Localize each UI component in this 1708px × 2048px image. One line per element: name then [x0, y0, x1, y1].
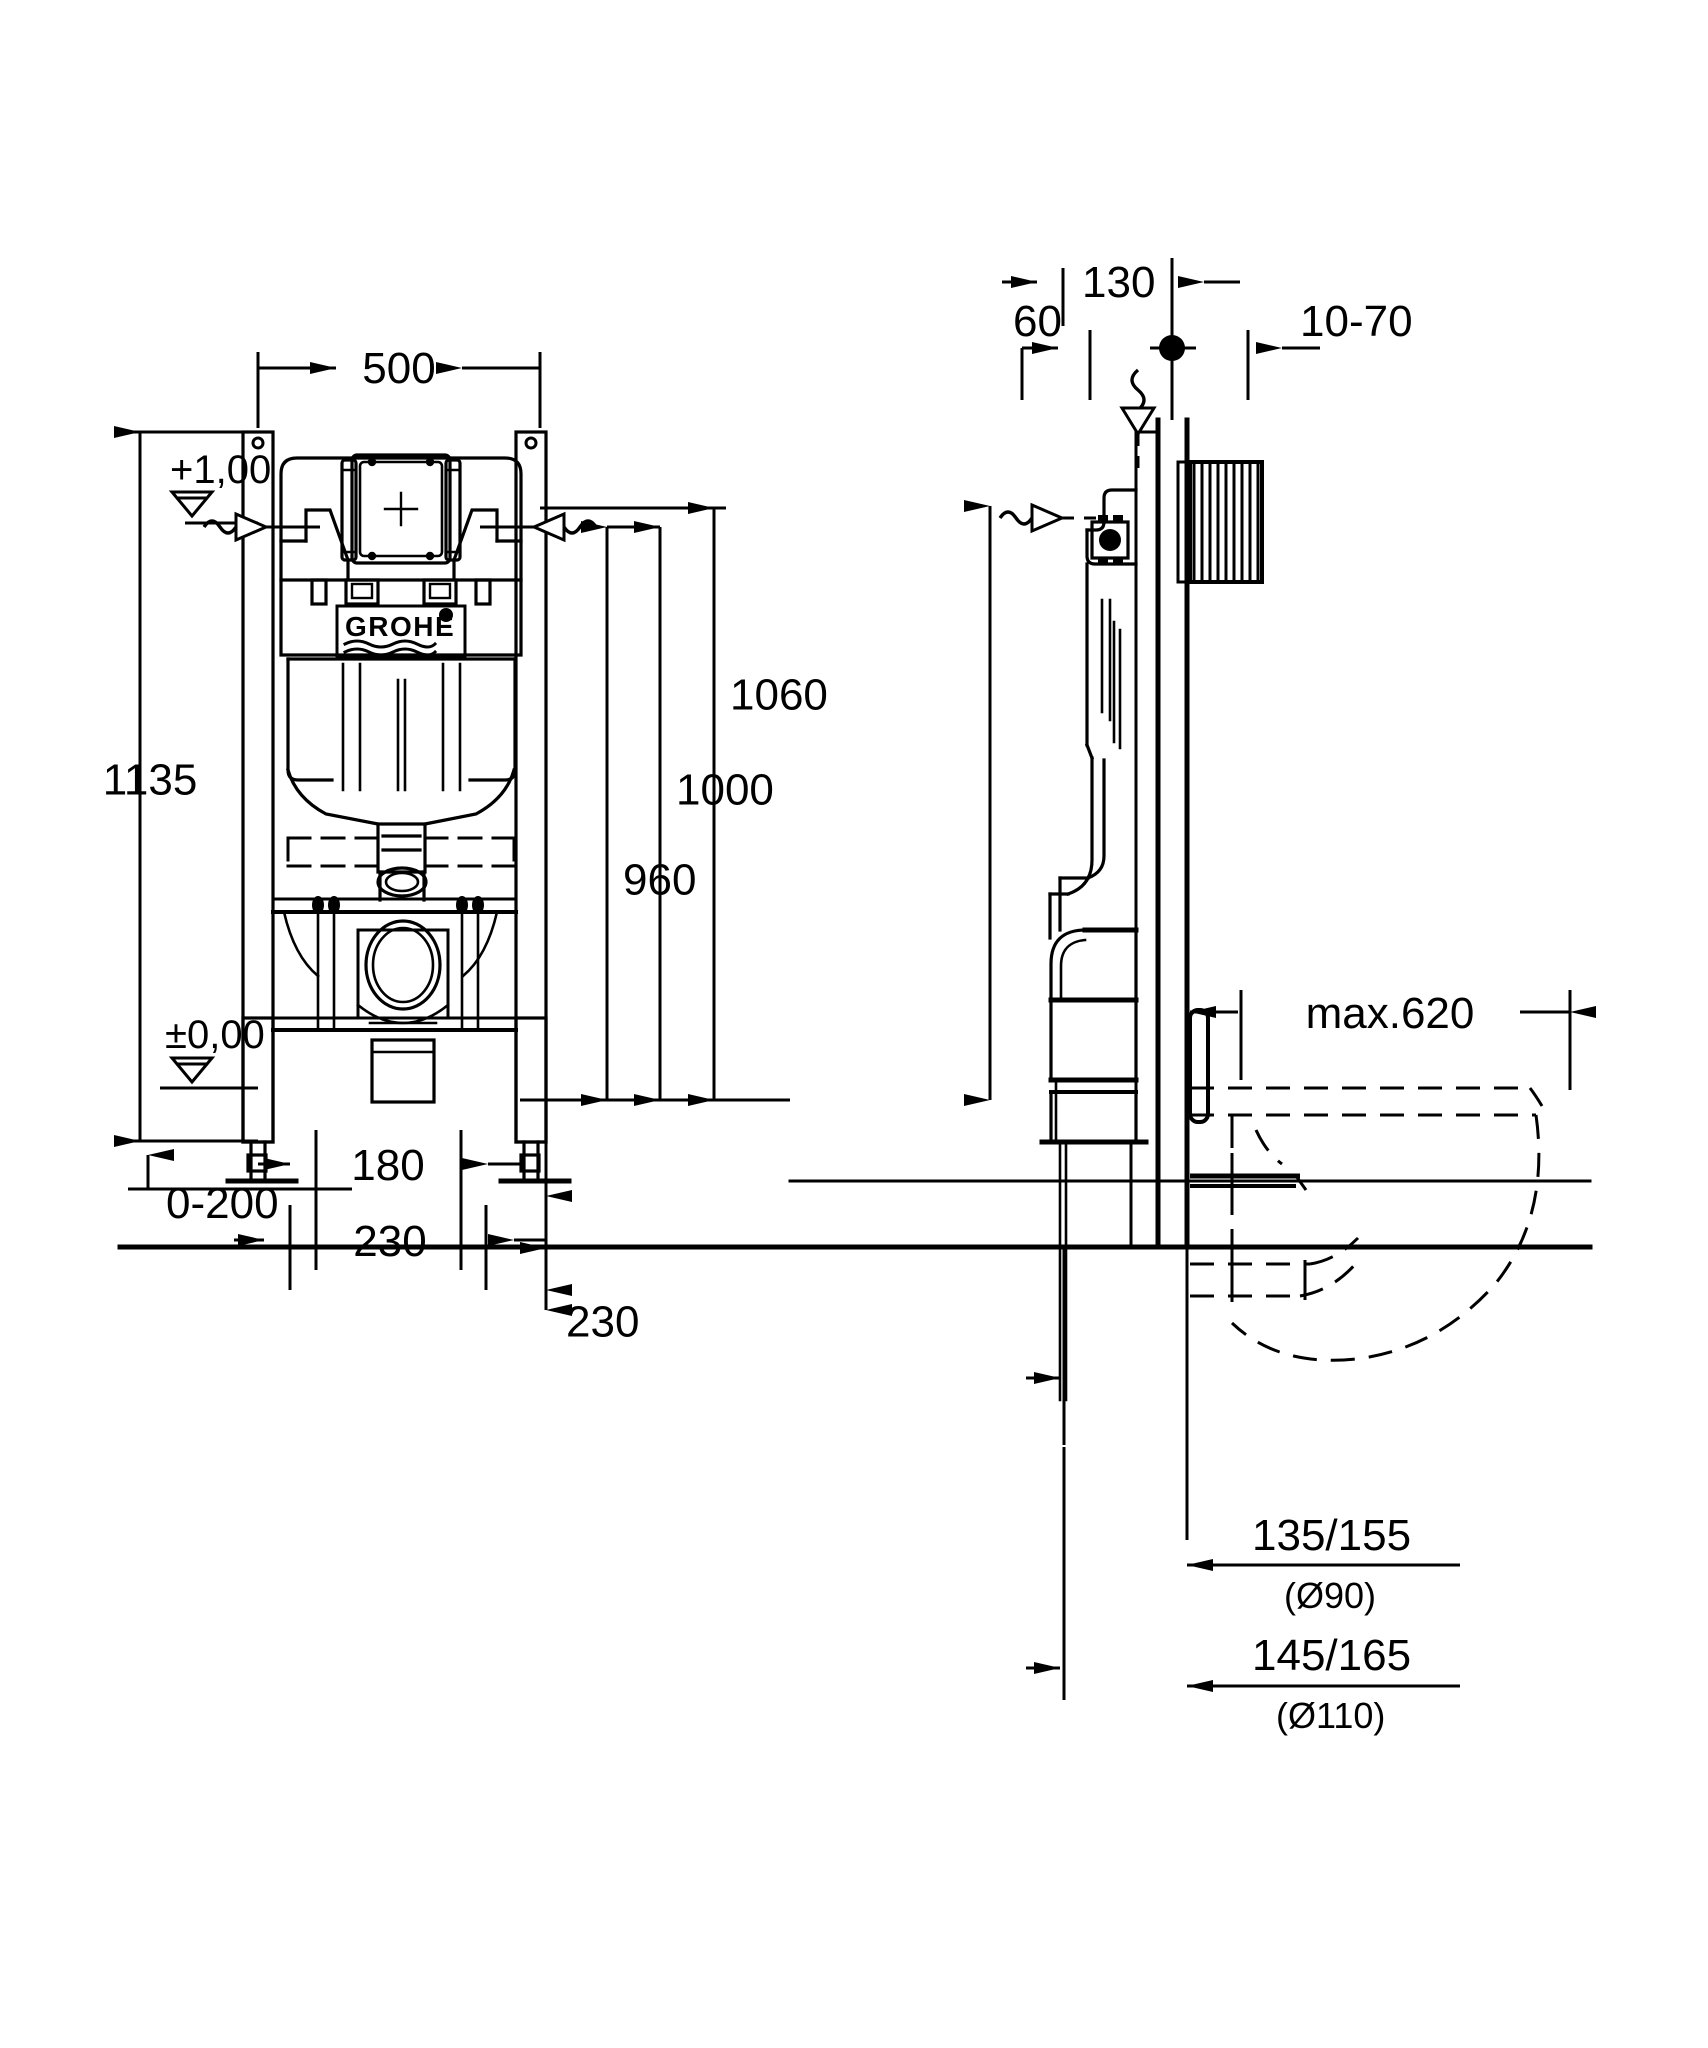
break-symbol-side-top — [1119, 368, 1157, 472]
grohe-logo-plate: GROHE — [335, 604, 467, 660]
dim-130: 130 — [1082, 258, 1155, 307]
dim-145-165: 145/165 — [1252, 1631, 1411, 1680]
dim-dia-90: (Ø90) — [1284, 1575, 1376, 1616]
front-view-group: GROHE — [225, 430, 572, 1184]
dim-dia-110: (Ø110) — [1276, 1695, 1385, 1736]
level-symbol-raw-floor — [160, 1056, 258, 1090]
dim-500: 500 — [362, 344, 435, 393]
cistern-top-lip — [1085, 488, 1138, 566]
dim-230-bottom: 230 — [353, 1217, 426, 1266]
cistern-body — [279, 456, 523, 874]
dim-1000: 1000 — [676, 766, 774, 815]
dim-max-620: max.620 — [1306, 989, 1475, 1038]
frame-right-post — [498, 430, 572, 1184]
dim-1060: 1060 — [730, 671, 828, 720]
level-zero: ±0,00 — [165, 1013, 265, 1057]
cistern-side-body — [1084, 562, 1122, 761]
dim-0-200: 0-200 — [166, 1179, 279, 1228]
flush-plate-opening — [340, 453, 462, 565]
outlet-bend — [356, 919, 450, 1025]
side-pipe-assembly — [1039, 756, 1149, 1402]
actuator-button — [1090, 515, 1130, 565]
break-symbol-left — [202, 511, 320, 543]
dim-1135: 1135 — [103, 756, 198, 805]
dim-135-155: 135/155 — [1252, 1511, 1411, 1560]
break-symbol-side-left — [998, 502, 1100, 534]
hidden-outline-band — [286, 836, 516, 868]
dim-960: 960 — [623, 856, 696, 905]
dim-60: 60 — [1013, 297, 1062, 346]
toilet-bowl-center-marks — [1190, 1118, 1308, 1302]
flush-plate-hatched — [1176, 460, 1264, 584]
waste-outlet-stub — [370, 1038, 436, 1104]
flush-pipe-connector — [376, 866, 428, 902]
grohe-logo-dot — [439, 608, 453, 622]
cistern-top-clips — [310, 578, 492, 606]
front-view-dimensions: 500 1135 +1,00 ±0,00 — [103, 344, 598, 1290]
dim-230-mid: 230 — [566, 1298, 639, 1347]
level-plus-one: +1,00 — [170, 448, 271, 492]
grohe-wordmark: GROHE — [345, 611, 455, 642]
side-view-group — [117, 417, 1593, 1402]
side-view-dimensions: 130 60 10-70 max.620 — [964, 258, 1596, 1736]
toilet-bowl-hidden-outline — [1190, 1086, 1544, 1362]
dim-180: 180 — [351, 1141, 424, 1190]
mounting-bolts — [282, 896, 499, 1032]
dim-10-70: 10-70 — [1300, 297, 1413, 346]
